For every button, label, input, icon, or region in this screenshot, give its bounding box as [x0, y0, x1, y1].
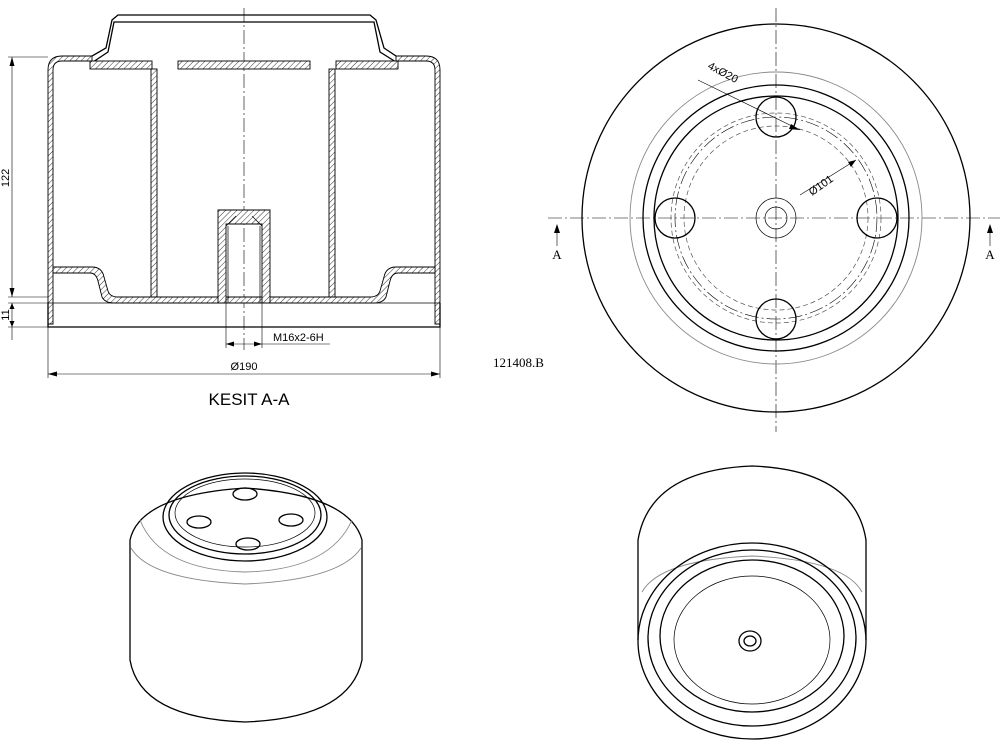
top-view-center-boss-outer	[755, 197, 797, 239]
section-mark-right: A	[985, 247, 995, 262]
arrow-11-bottom	[9, 321, 15, 327]
dim-thread: M16x2-6H	[273, 332, 324, 344]
dim-diameter: Ø190	[231, 361, 258, 373]
section-thread-lines	[225, 215, 263, 303]
arrow-122-bottom	[9, 288, 15, 297]
top-view-hidden-circle-1	[670, 112, 882, 324]
section-view: 122 11 M16x2-6H Ø190 KESIT A-A	[0, 8, 441, 409]
section-top-plate-right	[335, 60, 399, 70]
top-view-hole-bottom	[755, 298, 797, 340]
iso-bottom-outer-ring	[637, 542, 867, 740]
arrow-holes	[789, 124, 800, 130]
section-title: KESIT A-A	[209, 390, 291, 409]
iso-top-body-edge	[139, 519, 353, 573]
arrow-pcd	[848, 160, 856, 167]
drawing-number: 121408.B	[493, 355, 544, 370]
section-top-plate-center	[177, 60, 311, 70]
top-view: 4xØ20 Ø101 A A	[548, 8, 1000, 432]
top-view-hole-top	[755, 96, 797, 138]
iso-top-rim-inner	[168, 475, 322, 555]
iso-bottom-boss-outer	[738, 630, 762, 652]
section-inner-tube-left	[150, 68, 158, 298]
dim-holes-leader	[697, 79, 801, 131]
section-top-lid-outline	[87, 14, 401, 61]
arrow-dia-left	[48, 371, 57, 377]
iso-top-body	[129, 487, 363, 723]
top-view-hole-left	[654, 197, 696, 239]
section-arrow-left	[554, 224, 560, 233]
iso-top-hole-right	[278, 513, 304, 527]
arrow-thread-left	[226, 341, 234, 347]
section-top-lid-inner	[92, 21, 397, 63]
section-arrow-right	[987, 224, 993, 233]
dim-height-total: 122	[0, 169, 12, 187]
iso-top-hole-back	[232, 487, 258, 501]
section-outer-shell-left	[47, 55, 93, 325]
iso-top-rim-outer	[162, 472, 328, 562]
section-top-plate-left	[89, 60, 153, 70]
arrow-thread-right	[254, 341, 262, 347]
isometric-bottom-view	[637, 465, 867, 740]
section-mark-left: A	[552, 247, 562, 262]
dim-base-height: 11	[0, 309, 12, 320]
section-outer-shell-right	[395, 55, 441, 325]
iso-bottom-body	[637, 465, 867, 640]
top-view-rim-outer-circle	[642, 84, 910, 352]
arrow-dia-right	[431, 371, 440, 377]
iso-top-hole-front	[235, 537, 261, 551]
iso-top-shoulder-curve	[130, 547, 362, 585]
top-view-pitch-circle	[674, 116, 878, 320]
section-bottom-pan	[52, 266, 436, 304]
iso-bottom-inner-ring	[647, 549, 857, 727]
iso-top-hole-left	[186, 515, 212, 529]
top-view-rim-inner-circle	[653, 95, 899, 341]
arrow-122-top	[9, 57, 15, 66]
top-view-outer-circle	[581, 23, 971, 413]
iso-bottom-boss-inner	[743, 635, 757, 647]
iso-bottom-shoulder-curve	[641, 555, 863, 593]
section-inner-tube-right	[328, 68, 336, 298]
top-view-shoulder-circle	[629, 71, 923, 365]
isometric-top-view	[129, 472, 363, 723]
section-base-ring	[47, 303, 441, 328]
dim-pcd: Ø101	[807, 173, 836, 198]
top-view-hole-right	[856, 197, 898, 239]
iso-bottom-recess-outer	[659, 559, 845, 713]
top-view-hidden-circle-2	[683, 125, 869, 311]
arrow-11-top	[9, 303, 15, 309]
dim-pcd-leader	[799, 159, 857, 196]
iso-bottom-recess-inner	[673, 575, 831, 705]
top-view-center-boss-inner	[764, 206, 788, 230]
iso-top-lid	[174, 478, 316, 548]
